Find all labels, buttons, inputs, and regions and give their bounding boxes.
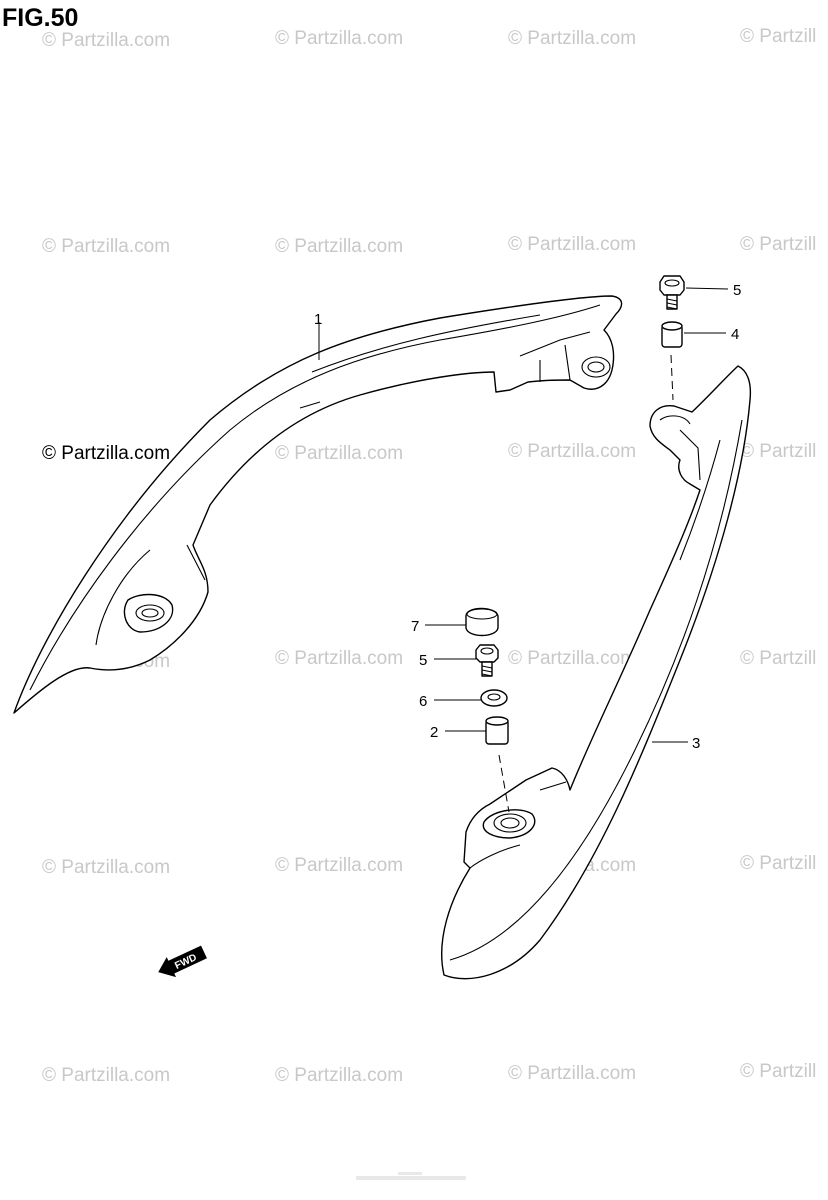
assembly-line bbox=[498, 754, 510, 813]
part-1-grab-rail-left bbox=[13, 295, 623, 714]
leader-5-upper bbox=[685, 287, 729, 290]
watermark: © Partzilla.com bbox=[42, 30, 170, 51]
watermark: © Partzill bbox=[740, 853, 816, 874]
watermark: © Partzilla.com bbox=[508, 441, 636, 462]
watermark: © Partzilla.com bbox=[275, 1065, 403, 1086]
watermark: © Partzilla.com bbox=[42, 443, 170, 464]
watermark: © Partzilla.com bbox=[275, 855, 403, 876]
watermark: © Partzill bbox=[740, 234, 816, 255]
watermark: © Partzill bbox=[740, 26, 816, 47]
watermark: © Partzilla.com bbox=[275, 28, 403, 49]
callout-2: 2 bbox=[430, 724, 438, 741]
watermark: © Partzilla.com bbox=[275, 648, 403, 669]
watermark-grid: © Partzilla.com © Partzilla.com © Partzi… bbox=[42, 26, 816, 1086]
callout-5-lower: 5 bbox=[419, 652, 427, 669]
part-5-bolt-lower bbox=[475, 644, 499, 677]
callout-1: 1 bbox=[314, 311, 322, 328]
watermark: © Partzill bbox=[740, 1061, 816, 1082]
watermark: © Partzilla.com bbox=[42, 857, 170, 878]
part-5-bolt-upper bbox=[659, 275, 685, 310]
callout-6: 6 bbox=[419, 693, 427, 710]
callout-3: 3 bbox=[692, 735, 700, 752]
callout-5-upper: 5 bbox=[733, 282, 741, 299]
part-7-cap bbox=[465, 607, 499, 637]
copyright-footer bbox=[356, 1172, 466, 1180]
part-2-spacer-lower bbox=[485, 716, 509, 745]
watermark: © Partzilla.com bbox=[275, 443, 403, 464]
callout-7: 7 bbox=[411, 618, 419, 635]
fwd-arrow-icon: FWD bbox=[158, 945, 207, 978]
part-3-grab-rail-right bbox=[441, 365, 752, 980]
watermark: © Partzill bbox=[740, 648, 816, 669]
fwd-label: FWD bbox=[173, 952, 198, 972]
watermark: © Partzilla.com bbox=[508, 648, 636, 669]
callout-4: 4 bbox=[731, 326, 739, 343]
watermark: © Partzilla.com bbox=[275, 236, 403, 257]
watermark: © Partzilla.com bbox=[508, 1063, 636, 1084]
figure-title: FIG.50 bbox=[2, 4, 79, 32]
assembly-line bbox=[670, 354, 674, 401]
watermark: © Partzill bbox=[740, 441, 816, 462]
part-6-washer bbox=[480, 689, 508, 707]
watermark: © Partzilla.com bbox=[42, 236, 170, 257]
part-4-spacer-upper bbox=[661, 321, 683, 348]
watermark: © Partzilla.com bbox=[508, 234, 636, 255]
watermark: © Partzilla.com bbox=[508, 28, 636, 49]
watermark: © Partzilla.com bbox=[42, 1065, 170, 1086]
